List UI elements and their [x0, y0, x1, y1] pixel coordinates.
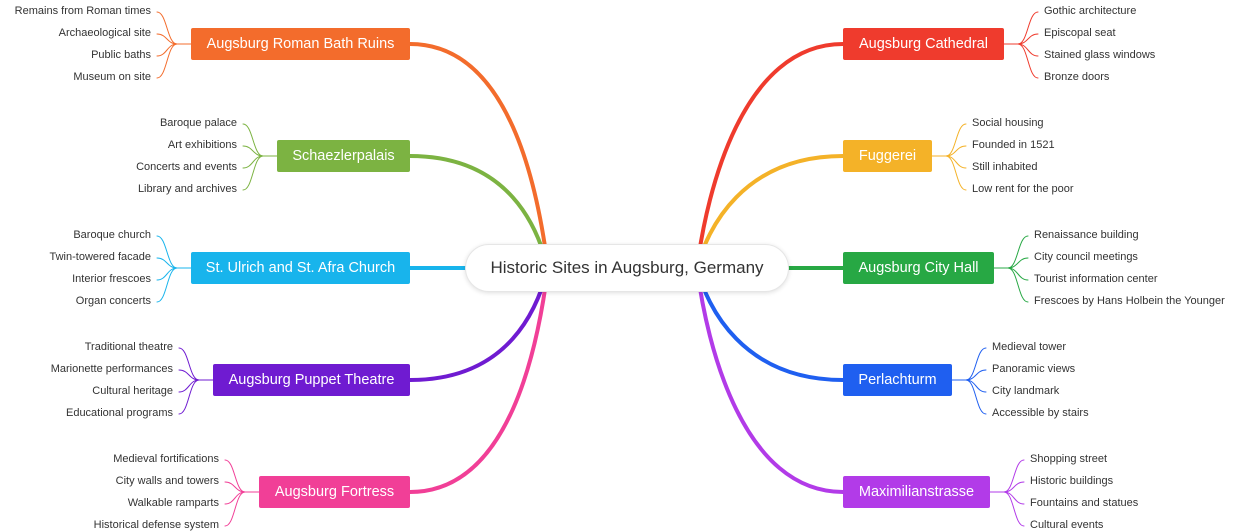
- leaf-connector-fortress-3: [224, 491, 260, 527]
- branch-city-hall[interactable]: Augsburg City Hall: [843, 252, 994, 284]
- leaf-topic[interactable]: Cultural events: [1030, 519, 1104, 531]
- connector-maximilianstrasse: [695, 266, 845, 494]
- leaf-connector-schaezlerpalais-3: [242, 155, 278, 191]
- leaf-topic[interactable]: City council meetings: [1034, 251, 1138, 263]
- leaf-connector-fortress-0: [224, 459, 260, 493]
- leaf-topic[interactable]: Art exhibitions: [167, 139, 237, 151]
- leaf-topic[interactable]: Bronze doors: [1044, 71, 1110, 83]
- leaf-topic[interactable]: Fountains and statues: [1030, 497, 1139, 509]
- leaf-topic[interactable]: Baroque church: [73, 229, 151, 241]
- connector-cathedral: [695, 42, 845, 270]
- leaf-topic[interactable]: Social housing: [972, 117, 1044, 129]
- leaf-topic[interactable]: Low rent for the poor: [972, 183, 1074, 195]
- leaf-topic[interactable]: Renaissance building: [1034, 229, 1139, 241]
- leaf-connector-st-ulrich-afra-3: [156, 267, 192, 303]
- leaf-topic[interactable]: Twin-towered facade: [49, 251, 152, 263]
- leaf-topic[interactable]: Baroque palace: [159, 117, 237, 129]
- leaf-connector-city-hall-0: [993, 235, 1029, 269]
- leaf-topic[interactable]: Walkable ramparts: [127, 497, 219, 509]
- leaf-connector-fuggerei-0: [931, 123, 967, 157]
- leaf-connector-st-ulrich-afra-0: [156, 235, 192, 269]
- branch-roman-bath-ruins[interactable]: Augsburg Roman Bath Ruins: [191, 28, 410, 60]
- leaf-topic[interactable]: Episcopal seat: [1044, 27, 1116, 39]
- leaf-topic[interactable]: Panoramic views: [992, 363, 1076, 375]
- leaf-topic[interactable]: Library and archives: [137, 183, 237, 195]
- leaf-topic[interactable]: Frescoes by Hans Holbein the Younger: [1034, 295, 1225, 307]
- leaf-connector-puppet-theatre-3: [178, 379, 214, 415]
- leaf-connector-puppet-theatre-0: [178, 347, 214, 381]
- leaf-topic[interactable]: Cultural heritage: [92, 385, 173, 397]
- leaf-topic[interactable]: Educational programs: [65, 407, 173, 419]
- leaf-topic[interactable]: Historical defense system: [93, 519, 219, 531]
- leaf-connector-fuggerei-3: [931, 155, 967, 191]
- leaf-topic[interactable]: Archaeological site: [58, 27, 151, 39]
- leaf-topic[interactable]: Still inhabited: [972, 161, 1038, 173]
- leaf-topic[interactable]: Marionette performances: [50, 363, 173, 375]
- leaf-topic[interactable]: Traditional theatre: [84, 341, 173, 353]
- leaf-topic[interactable]: Stained glass windows: [1044, 49, 1156, 61]
- leaf-topic[interactable]: Concerts and events: [136, 161, 237, 173]
- branch-fuggerei[interactable]: Fuggerei: [843, 140, 932, 172]
- leaf-topic[interactable]: Organ concerts: [75, 295, 151, 307]
- branch-schaezlerpalais[interactable]: Schaezlerpalais: [277, 140, 410, 172]
- leaf-topic[interactable]: Museum on site: [73, 71, 151, 83]
- leaf-topic[interactable]: Tourist information center: [1034, 273, 1158, 285]
- branch-fortress[interactable]: Augsburg Fortress: [259, 476, 410, 508]
- leaf-connector-cathedral-3: [1003, 43, 1039, 79]
- leaf-connector-maximilianstrasse-0: [989, 459, 1025, 493]
- branch-puppet-theatre[interactable]: Augsburg Puppet Theatre: [213, 364, 410, 396]
- leaf-topic[interactable]: Public baths: [91, 49, 151, 61]
- connector-fortress: [408, 266, 550, 494]
- leaf-topic[interactable]: Remains from Roman times: [14, 5, 151, 17]
- leaf-connector-roman-bath-ruins-0: [156, 11, 192, 45]
- central-topic[interactable]: Historic Sites in Augsburg, Germany: [465, 244, 789, 292]
- leaf-topic[interactable]: Interior frescoes: [72, 273, 151, 285]
- leaf-topic[interactable]: Medieval tower: [992, 341, 1066, 353]
- branch-st-ulrich-afra[interactable]: St. Ulrich and St. Afra Church: [191, 252, 410, 284]
- leaf-topic[interactable]: Historic buildings: [1030, 475, 1114, 487]
- leaf-connector-roman-bath-ruins-3: [156, 43, 192, 79]
- leaf-topic[interactable]: City walls and towers: [115, 475, 219, 487]
- leaf-connector-perlachturm-0: [951, 347, 987, 381]
- leaf-topic[interactable]: City landmark: [992, 385, 1060, 397]
- branch-maximilianstrasse[interactable]: Maximilianstrasse: [843, 476, 990, 508]
- leaf-topic[interactable]: Accessible by stairs: [992, 407, 1089, 419]
- leaf-connector-maximilianstrasse-3: [989, 491, 1025, 527]
- leaf-topic[interactable]: Medieval fortifications: [113, 453, 219, 465]
- connector-roman-bath-ruins: [408, 42, 550, 270]
- leaf-connector-city-hall-3: [993, 267, 1029, 303]
- leaf-topic[interactable]: Founded in 1521: [972, 139, 1055, 151]
- leaf-connector-schaezlerpalais-0: [242, 123, 278, 157]
- leaf-connector-cathedral-0: [1003, 11, 1039, 45]
- branch-cathedral[interactable]: Augsburg Cathedral: [843, 28, 1004, 60]
- branch-perlachturm[interactable]: Perlachturm: [843, 364, 952, 396]
- leaf-topic[interactable]: Shopping street: [1030, 453, 1108, 465]
- leaf-connector-perlachturm-3: [951, 379, 987, 415]
- leaf-topic[interactable]: Gothic architecture: [1044, 5, 1137, 17]
